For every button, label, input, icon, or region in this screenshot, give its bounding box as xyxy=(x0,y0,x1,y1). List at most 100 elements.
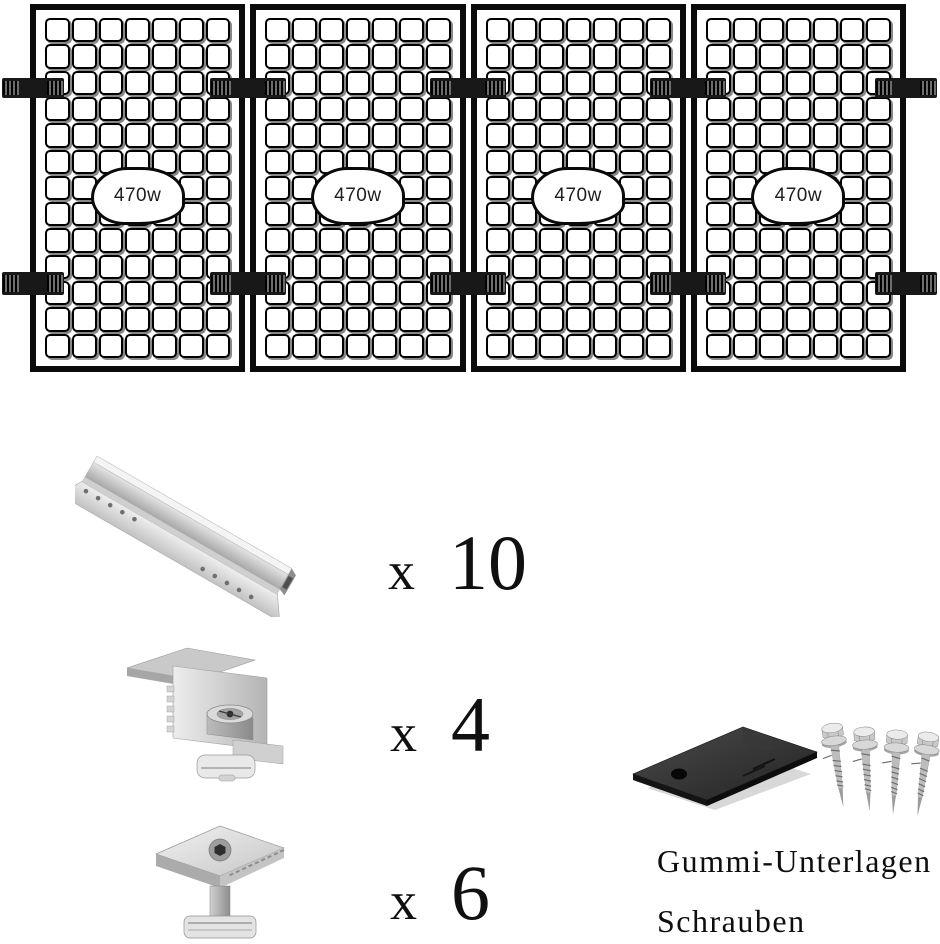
solar-cell xyxy=(812,70,838,95)
solar-cell xyxy=(178,44,204,69)
solar-cell xyxy=(318,254,344,280)
solar-cell xyxy=(786,18,811,43)
solar-cell xyxy=(152,18,177,43)
solar-cell xyxy=(265,254,290,280)
solar-panel: 470w xyxy=(690,4,906,372)
solar-cell xyxy=(759,18,784,43)
mid-clamp-multiplier: x xyxy=(390,871,417,931)
solar-cell xyxy=(345,44,371,69)
solar-cell xyxy=(646,70,671,95)
watt-badge: 470w xyxy=(531,166,626,225)
solar-cell xyxy=(759,228,784,253)
solar-cell xyxy=(205,228,231,253)
solar-cell xyxy=(205,254,231,280)
solar-cell xyxy=(565,96,591,122)
solar-cell xyxy=(205,96,231,122)
solar-cell xyxy=(705,307,731,332)
solar-cell xyxy=(345,96,371,122)
solar-cell xyxy=(812,333,838,358)
solar-cell xyxy=(839,18,865,43)
solar-cell xyxy=(619,202,644,227)
solar-cell xyxy=(372,228,397,253)
solar-cell xyxy=(265,70,290,95)
solar-cell xyxy=(318,228,344,253)
solar-cell xyxy=(98,333,124,358)
screw-icon xyxy=(852,726,878,812)
solar-cell xyxy=(839,123,865,148)
solar-cell xyxy=(265,44,290,69)
solar-cell xyxy=(646,281,671,306)
solar-cell xyxy=(98,70,124,95)
solar-cell xyxy=(399,254,424,280)
solar-cell xyxy=(292,96,317,122)
solar-cell xyxy=(318,123,344,148)
solar-cell xyxy=(619,44,644,69)
solar-cell xyxy=(866,123,891,148)
solar-cell xyxy=(399,96,424,122)
solar-cell xyxy=(292,44,317,69)
screw xyxy=(850,723,883,817)
solar-cell xyxy=(399,70,424,95)
end-clamp-multiplier: x xyxy=(390,703,417,763)
solar-cell xyxy=(98,281,124,306)
solar-cell xyxy=(372,281,397,306)
end-clamp-count: 4 xyxy=(451,681,490,768)
mid-clamp-image xyxy=(155,825,285,939)
solar-cell xyxy=(71,18,97,43)
solar-cell xyxy=(485,202,511,227)
solar-cell xyxy=(292,149,317,174)
solar-cell xyxy=(125,228,150,253)
solar-cell xyxy=(178,228,204,253)
end-clamp-image xyxy=(126,647,284,782)
solar-cell xyxy=(619,333,644,358)
solar-cell xyxy=(786,333,811,358)
solar-cell xyxy=(619,254,644,280)
solar-cell xyxy=(732,18,758,43)
solar-cell xyxy=(399,307,424,332)
solar-cell xyxy=(372,254,397,280)
solar-cell xyxy=(98,254,124,280)
solar-cell xyxy=(425,281,451,306)
solar-cell xyxy=(205,44,231,69)
solar-cell xyxy=(866,333,891,358)
solar-cell xyxy=(98,123,124,148)
solar-cell xyxy=(292,307,317,332)
solar-cell xyxy=(399,228,424,253)
rubber-pad-label: Gummi-Unterlagen xyxy=(657,843,932,879)
solar-cell xyxy=(98,96,124,122)
solar-cell xyxy=(786,123,811,148)
solar-cell xyxy=(265,149,290,174)
solar-cell xyxy=(71,96,97,122)
solar-cell xyxy=(45,307,70,332)
solar-cell xyxy=(178,254,204,280)
solar-cell xyxy=(759,281,784,306)
solar-cell xyxy=(425,307,451,332)
solar-cell xyxy=(512,123,537,148)
solar-cell xyxy=(786,281,811,306)
solar-cell xyxy=(399,123,424,148)
solar-cell xyxy=(812,123,838,148)
solar-cell xyxy=(425,202,451,227)
solar-cell xyxy=(178,123,204,148)
solar-cell xyxy=(812,96,838,122)
solar-cell xyxy=(265,123,290,148)
solar-cell xyxy=(125,254,150,280)
solar-cell xyxy=(178,70,204,95)
solar-cell xyxy=(71,254,97,280)
solar-cell xyxy=(619,307,644,332)
solar-cell xyxy=(512,228,537,253)
solar-cell xyxy=(372,70,397,95)
solar-cell xyxy=(705,202,731,227)
solar-cell xyxy=(646,333,671,358)
solar-cell xyxy=(619,123,644,148)
solar-cell xyxy=(265,281,290,306)
solar-cell xyxy=(786,70,811,95)
solar-cell xyxy=(866,202,891,227)
solar-cell xyxy=(732,202,758,227)
solar-cell xyxy=(732,96,758,122)
watt-badge: 470w xyxy=(751,166,846,225)
solar-cell xyxy=(125,123,150,148)
solar-cell xyxy=(839,254,865,280)
solar-cell xyxy=(485,307,511,332)
screw-icon xyxy=(882,729,910,815)
